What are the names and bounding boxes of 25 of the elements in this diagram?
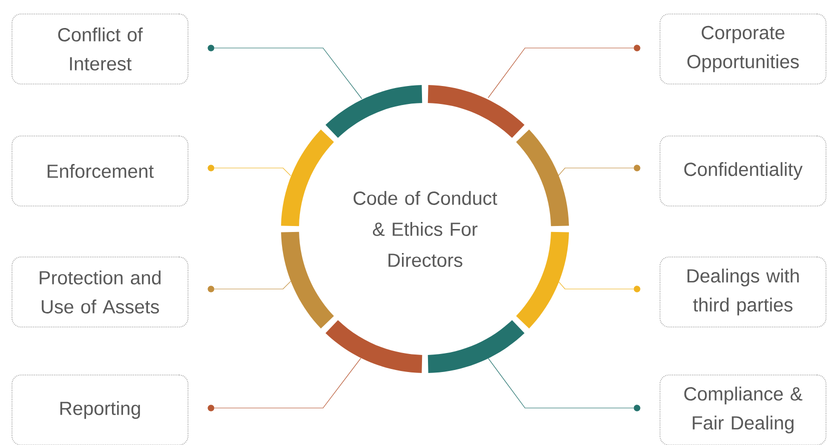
leader-line: [558, 280, 634, 290]
leader-line: [214, 168, 292, 176]
topic-box: Reporting: [12, 374, 188, 445]
ring-segment: [326, 320, 422, 373]
topic-box: Corporate Opportunities: [660, 14, 826, 84]
ring-segment: [326, 85, 422, 138]
topic-box: Dealings with third parties: [660, 256, 826, 328]
topic-box: Compliance & Fair Dealing: [660, 374, 826, 445]
ring-segment: [281, 130, 334, 226]
ring-segment: [428, 85, 524, 138]
center-label: Code of Conduct & Ethics For Directors: [354, 191, 498, 267]
ring-segment: [516, 130, 569, 226]
topic-box: Enforcement: [12, 136, 188, 206]
topic-box: Confidentiality: [660, 136, 826, 206]
ring-segment: [516, 232, 569, 328]
ring-segment: [428, 320, 524, 373]
leader-line: [488, 358, 634, 408]
leader-line: [214, 48, 362, 100]
leader-line: [214, 280, 292, 290]
topic-box: Protection and Use of Assets: [12, 256, 188, 328]
leader-line: [214, 358, 362, 408]
topic-box: Conflict of Interest: [12, 14, 188, 84]
leader-line: [488, 48, 634, 98]
leader-line: [558, 168, 634, 176]
ring-segment: [281, 232, 334, 328]
